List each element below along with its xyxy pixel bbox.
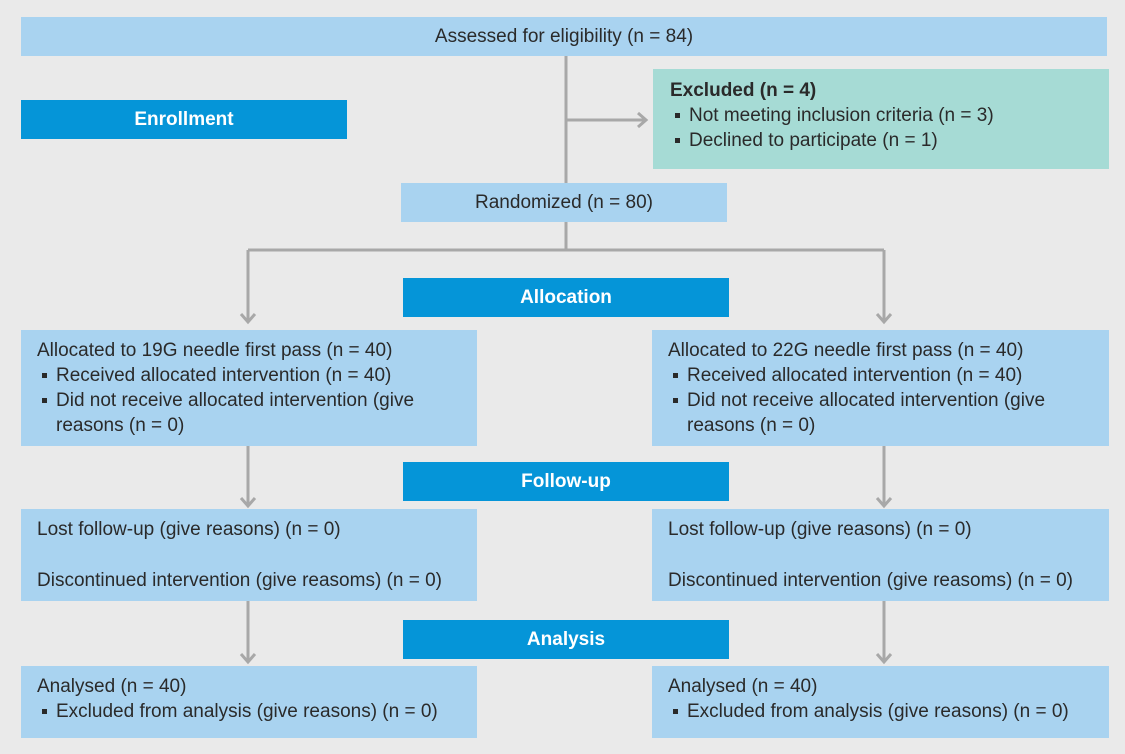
allocation-title-left: Allocated to 19G needle first pass (n = … <box>37 340 393 361</box>
analysed-left: Analysed (n = 40) <box>37 676 187 697</box>
analysis-box-left: Analysed (n = 40) Excluded from analysis… <box>21 666 477 738</box>
analysis-list-left: Excluded from analysis (give reasons) (n… <box>37 699 461 724</box>
randomized-label: Randomized (n = 80) <box>475 192 653 213</box>
lost-followup-left: Lost follow-up (give reasons) (n = 0) <box>37 519 341 540</box>
lost-followup-right: Lost follow-up (give reasons) (n = 0) <box>668 519 972 540</box>
discontinued-left: Discontinued intervention (give reasoms)… <box>37 570 442 591</box>
analysis-list-right: Excluded from analysis (give reasons) (n… <box>668 699 1093 724</box>
allocation-item: Received allocated intervention (n = 40) <box>668 363 1093 388</box>
stage-analysis-label: Analysis <box>526 628 606 650</box>
allocation-title-right: Allocated to 22G needle first pass (n = … <box>668 340 1024 361</box>
arrowhead-right-followup <box>875 497 893 509</box>
stage-followup-label: Follow-up <box>521 470 611 492</box>
allocation-list-left: Received allocated intervention (n = 40)… <box>37 363 461 438</box>
arrowhead-right-allocation <box>875 313 893 325</box>
stage-allocation: Allocation <box>403 278 729 317</box>
randomized-box: Randomized (n = 80) <box>401 183 727 222</box>
arrowhead-left-allocation <box>239 313 257 325</box>
stage-enrollment-label: Enrollment <box>134 108 234 130</box>
analysed-right: Analysed (n = 40) <box>668 676 818 697</box>
excluded-item: Declined to participate (n = 1) <box>670 128 1092 153</box>
stage-followup: Follow-up <box>403 462 729 501</box>
stage-enrollment: Enrollment <box>21 100 347 139</box>
discontinued-right: Discontinued intervention (give reasoms)… <box>668 570 1073 591</box>
allocation-list-right: Received allocated intervention (n = 40)… <box>668 363 1093 438</box>
assessed-box: Assessed for eligibility (n = 84) <box>21 17 1107 56</box>
assessed-label: Assessed for eligibility (n = 84) <box>434 26 694 47</box>
followup-box-left: Lost follow-up (give reasons) (n = 0) Di… <box>21 509 477 601</box>
analysis-item: Excluded from analysis (give reasons) (n… <box>668 699 1093 724</box>
arrowhead-right-analysis <box>875 653 893 665</box>
allocation-item: Received allocated intervention (n = 40) <box>37 363 461 388</box>
excluded-item: Not meeting inclusion criteria (n = 3) <box>670 103 1092 128</box>
stage-allocation-label: Allocation <box>520 286 612 308</box>
allocation-box-left: Allocated to 19G needle first pass (n = … <box>21 330 477 446</box>
arrowhead-excluded <box>637 111 649 129</box>
allocation-box-right: Allocated to 22G needle first pass (n = … <box>652 330 1109 446</box>
arrowhead-left-analysis <box>239 653 257 665</box>
stage-analysis: Analysis <box>403 620 729 659</box>
followup-box-right: Lost follow-up (give reasons) (n = 0) Di… <box>652 509 1109 601</box>
analysis-item: Excluded from analysis (give reasons) (n… <box>37 699 461 724</box>
arrowhead-left-followup <box>239 497 257 509</box>
allocation-item: Did not receive allocated intervention (… <box>37 388 461 438</box>
excluded-box: Excluded (n = 4) Not meeting inclusion c… <box>653 69 1109 169</box>
excluded-title: Excluded (n = 4) <box>670 80 817 101</box>
analysis-box-right: Analysed (n = 40) Excluded from analysis… <box>652 666 1109 738</box>
allocation-item: Did not receive allocated intervention (… <box>668 388 1093 438</box>
excluded-list: Not meeting inclusion criteria (n = 3) D… <box>670 103 1092 153</box>
